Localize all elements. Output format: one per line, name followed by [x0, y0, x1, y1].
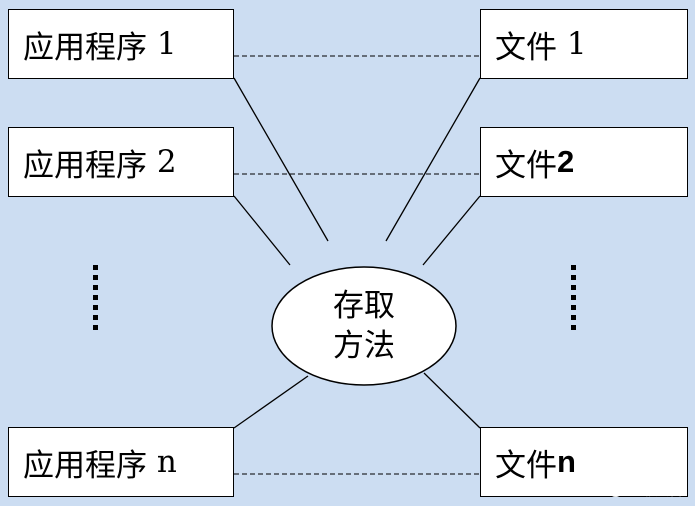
file-box-2-num: 2: [557, 144, 575, 179]
access-method-ellipse: [271, 266, 457, 386]
app-box-1: 应用程序 1: [8, 9, 234, 79]
watermark: CSDN @kai耶大吉: [565, 482, 683, 498]
file-box-1-name: 文件: [495, 29, 557, 66]
access-method-line1: 存取: [333, 288, 395, 324]
app-box-2-num: 2: [156, 144, 177, 180]
file-box-1-num: 1: [566, 26, 587, 62]
app-box-1-name: 应用程序: [23, 29, 147, 66]
line-filen-method: [423, 372, 481, 429]
line-file2-method: [422, 195, 481, 266]
app-box-n: 应用程序 n: [8, 427, 234, 497]
file-box-n-num: n: [557, 444, 576, 479]
app-ellipsis-dots: [93, 265, 98, 330]
line-appn-method: [233, 375, 309, 429]
access-method-line2: 方法: [333, 328, 395, 364]
app-box-2-name: 应用程序: [23, 147, 147, 184]
app-box-1-num: 1: [156, 26, 177, 62]
app-box-n-num: n: [156, 444, 177, 480]
app-box-n-name: 应用程序: [23, 447, 147, 484]
file-box-2-name: 文件: [495, 147, 557, 184]
file-ellipsis-dots: [571, 265, 576, 330]
file-box-1: 文件 1: [480, 9, 688, 79]
access-method-label: 存取 方法: [272, 268, 456, 384]
file-box-n-name: 文件: [495, 447, 557, 484]
app-box-2: 应用程序 2: [8, 127, 234, 197]
line-file1-method: [385, 77, 481, 242]
line-app1-method: [233, 77, 329, 242]
line-app2-method: [233, 195, 291, 266]
